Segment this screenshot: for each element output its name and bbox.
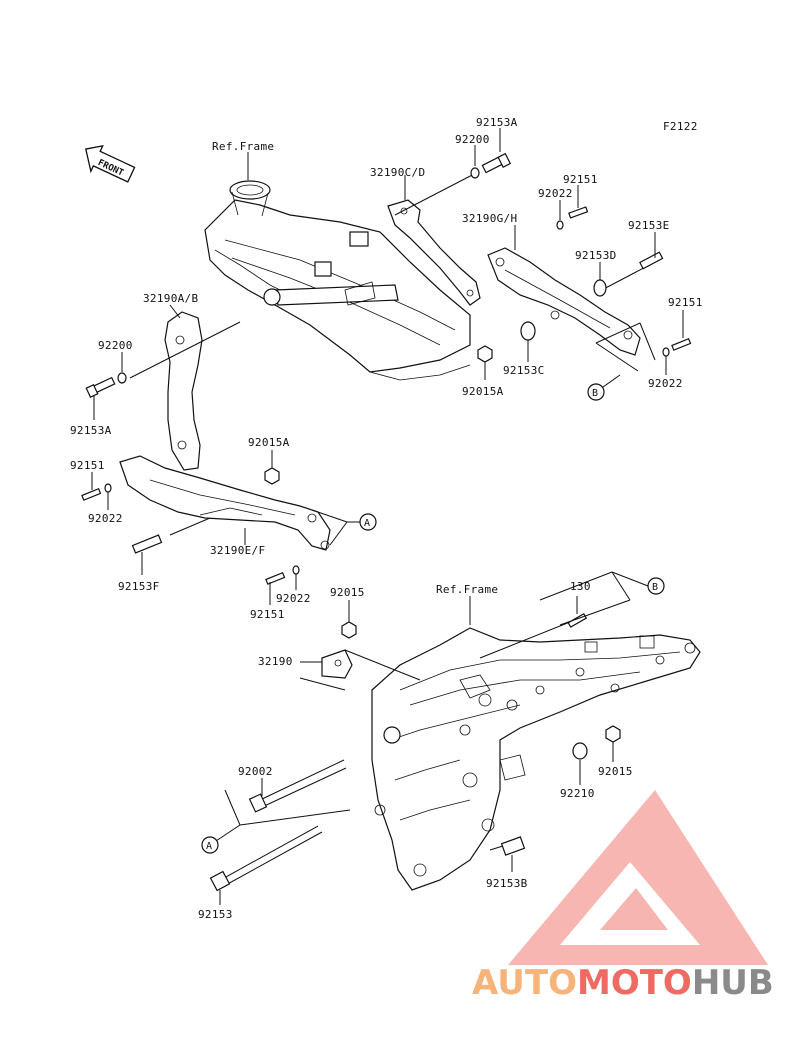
washer-92022-left	[104, 483, 112, 510]
watermark-part3: HUB	[692, 963, 774, 1003]
label-92153f: 92153F	[118, 580, 160, 593]
label-92022-mid: 92022	[276, 592, 311, 605]
label-92200-left: 92200	[98, 339, 133, 352]
label-92022-top: 92022	[538, 187, 573, 200]
bolt-line-left	[129, 321, 241, 379]
bracket-32190gh	[487, 225, 641, 356]
bolt-92153a-left	[85, 376, 116, 420]
bracket-32190ab	[164, 304, 203, 471]
bracket-32190cd	[387, 175, 481, 306]
watermark-part1: AUTO	[472, 963, 577, 1003]
upper-frame	[204, 152, 471, 381]
label-92151-mid: 92151	[250, 608, 285, 621]
ref-marker-a-bottom: A	[201, 789, 351, 854]
ref-marker-b-bottom-label: B	[652, 582, 658, 593]
label-92210: 92210	[560, 787, 595, 800]
label-92151-right: 92151	[668, 296, 703, 309]
label-92015-right: 92015	[598, 765, 633, 778]
ref-frame-top-label: Ref.Frame	[212, 140, 274, 153]
label-92022-left: 92022	[88, 512, 123, 525]
washer-92200-top	[470, 145, 480, 179]
label-32190cd: 32190C/D	[370, 166, 425, 179]
label-92153e: 92153E	[628, 219, 670, 232]
label-32190ab: 32190A/B	[143, 292, 198, 305]
label-92153b: 92153B	[486, 877, 528, 890]
nut-92015-right	[605, 725, 621, 762]
ref-marker-a-mid: A	[311, 509, 377, 546]
ref-marker-b-top-label: B	[592, 388, 598, 399]
nut-92015-top	[341, 600, 357, 639]
ref-marker-b-bottom: B	[539, 571, 665, 626]
bolt-92151-mid	[265, 571, 286, 605]
label-32190: 32190	[258, 655, 293, 668]
bolt-92153c	[520, 321, 536, 362]
lower-frame	[371, 627, 701, 891]
bracket-32190	[299, 649, 421, 691]
ref-marker-b-top: B	[587, 322, 656, 401]
bolt-92153	[209, 825, 323, 905]
label-32190gh: 32190G/H	[462, 212, 517, 225]
label-92015-top: 92015	[330, 586, 365, 599]
watermark-text: AUTOMOTOHUB	[472, 963, 774, 1003]
bolt-92153a-top	[394, 128, 512, 216]
label-92015a-top: 92015A	[462, 385, 504, 398]
bracket-32190ef	[119, 455, 331, 551]
bolt-92153f	[131, 517, 211, 575]
figure-code: F2122	[663, 120, 698, 133]
washer-92022-top	[556, 200, 564, 230]
bolt-92002	[248, 759, 347, 813]
label-92151-top: 92151	[563, 173, 598, 186]
label-92153c: 92153C	[503, 364, 545, 377]
collar-92210	[572, 742, 588, 785]
washer-92022-right	[662, 347, 670, 375]
watermark-part2: MOTO	[577, 963, 692, 1003]
bolt-92153e	[597, 232, 664, 293]
ref-marker-a-bottom-label: A	[206, 841, 212, 852]
bolt-92153b	[489, 836, 526, 872]
label-92022-right: 92022	[648, 377, 683, 390]
ref-frame-bottom-label: Ref.Frame	[436, 583, 498, 596]
washer-92022-mid	[292, 565, 300, 590]
bolt-92151-top	[568, 185, 589, 219]
label-92151-left: 92151	[70, 459, 105, 472]
bolt-92151-right	[671, 310, 692, 351]
label-92200-top: 92200	[455, 133, 490, 146]
front-arrow-icon: FRONT	[84, 145, 136, 183]
bolt-92151-left	[81, 472, 102, 501]
collar-92153d	[593, 262, 607, 297]
automotohub-logo-icon	[508, 790, 768, 965]
label-130: 130	[570, 580, 591, 593]
nut-92015a-mid	[264, 450, 280, 485]
label-92015a-mid: 92015A	[248, 436, 290, 449]
label-92153a-left: 92153A	[70, 424, 112, 437]
nut-92015a-top	[477, 345, 493, 380]
label-92153d: 92153D	[575, 249, 617, 262]
label-92002: 92002	[238, 765, 273, 778]
ref-marker-a-mid-label: A	[364, 518, 370, 529]
label-92153: 92153	[198, 908, 233, 921]
label-32190ef: 32190E/F	[210, 544, 265, 557]
label-92153a-top: 92153A	[476, 116, 518, 129]
washer-92200-left	[117, 352, 127, 384]
